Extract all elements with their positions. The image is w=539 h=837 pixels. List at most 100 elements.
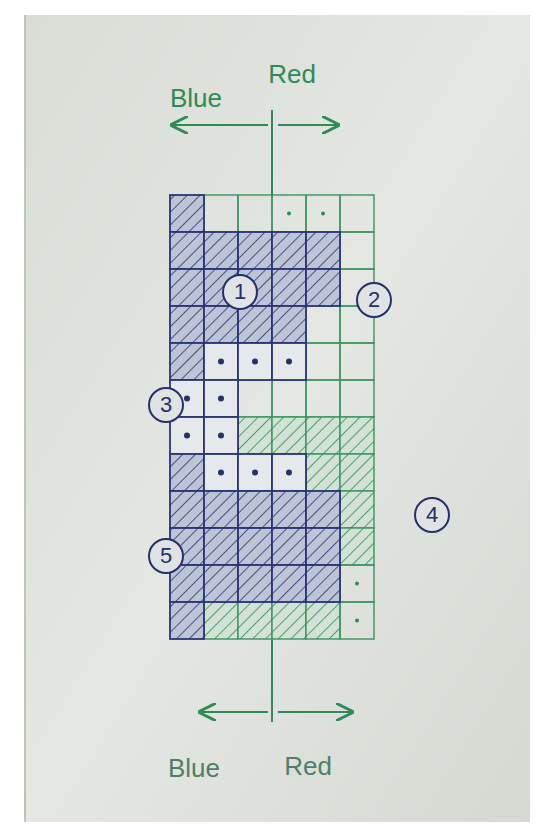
grid-cell xyxy=(272,232,306,269)
callout-number: 2 xyxy=(368,289,380,311)
grid-cell xyxy=(204,195,238,232)
cell-dot xyxy=(218,396,224,402)
grid-cell xyxy=(238,417,272,454)
grid-cell xyxy=(238,380,272,417)
grid-cell xyxy=(272,602,306,639)
photo-edge xyxy=(24,15,26,822)
grid-cell xyxy=(238,343,272,380)
grid-cell xyxy=(272,454,306,491)
grid-cell xyxy=(306,602,340,639)
grid-cell xyxy=(340,417,374,454)
grid-cell xyxy=(306,269,340,306)
cell-dot xyxy=(252,359,258,365)
callout-circle: 5 xyxy=(148,538,184,574)
grid-cell xyxy=(204,380,238,417)
grid-cell xyxy=(238,232,272,269)
cell-dot xyxy=(184,433,190,439)
direction-arrow xyxy=(200,711,268,713)
callout-number: 3 xyxy=(160,394,172,416)
grid-cell xyxy=(204,232,238,269)
grid-cell xyxy=(340,491,374,528)
grid-cell xyxy=(340,454,374,491)
grid-cell xyxy=(238,491,272,528)
grid-cell xyxy=(170,454,204,491)
divider-line xyxy=(271,640,273,722)
grid-cell xyxy=(204,454,238,491)
grid-cell xyxy=(238,306,272,343)
grid-cell xyxy=(238,565,272,602)
direction-arrow xyxy=(172,124,268,126)
grid-cell xyxy=(170,491,204,528)
grid-cells xyxy=(170,195,374,639)
grid-cell xyxy=(340,565,374,602)
grid-cell xyxy=(272,343,306,380)
grid-cell xyxy=(204,343,238,380)
grid-cell xyxy=(272,306,306,343)
grid-cell xyxy=(340,195,374,232)
cell-dot xyxy=(355,619,359,623)
grid-cell xyxy=(272,491,306,528)
cell-dot xyxy=(218,359,224,365)
cell-dot xyxy=(218,470,224,476)
callout-circle: 2 xyxy=(356,282,392,318)
grid-cell xyxy=(170,417,204,454)
grid-cell xyxy=(306,565,340,602)
grid-cell xyxy=(306,343,340,380)
callout-number: 1 xyxy=(234,281,246,303)
grid-cell xyxy=(306,232,340,269)
grid-cell xyxy=(306,491,340,528)
cell-dot xyxy=(287,212,291,216)
cell-dot xyxy=(252,470,258,476)
direction-label-box: Red xyxy=(284,753,332,779)
grid-cell xyxy=(306,195,340,232)
grid-cell xyxy=(340,343,374,380)
direction-label: Blue xyxy=(168,753,220,783)
paper-photo xyxy=(25,15,530,822)
grid-cell xyxy=(238,528,272,565)
grid-cell xyxy=(340,380,374,417)
direction-arrow xyxy=(278,124,338,126)
grid-cell xyxy=(170,232,204,269)
callout-number: 5 xyxy=(160,545,172,567)
direction-label: Red xyxy=(268,59,316,89)
callout-number: 4 xyxy=(426,504,438,526)
direction-label-box: Red xyxy=(268,61,316,87)
divider-line xyxy=(271,110,273,195)
callout-circle: 4 xyxy=(414,497,450,533)
grid-cell xyxy=(272,195,306,232)
callout-circle: 1 xyxy=(222,274,258,310)
direction-arrow xyxy=(278,711,352,713)
cell-dot xyxy=(184,396,190,402)
grid-cell xyxy=(170,269,204,306)
direction-label: Red xyxy=(284,751,332,781)
grid-cell xyxy=(204,602,238,639)
direction-label-box: Blue xyxy=(168,755,220,781)
grid-cell xyxy=(204,565,238,602)
grid-cell xyxy=(204,306,238,343)
grid-cell xyxy=(306,417,340,454)
grid-cell xyxy=(272,380,306,417)
grid-cell xyxy=(204,417,238,454)
grid-cell xyxy=(238,195,272,232)
grid-cell xyxy=(306,454,340,491)
grid-cell xyxy=(204,491,238,528)
direction-label-box: Blue xyxy=(170,85,222,111)
cell-dot xyxy=(355,582,359,586)
grid-cell xyxy=(306,306,340,343)
grid-cell xyxy=(272,417,306,454)
cell-dot xyxy=(286,359,292,365)
grid-cell xyxy=(170,343,204,380)
grid-cell xyxy=(238,602,272,639)
cell-dot xyxy=(218,433,224,439)
grid-cell xyxy=(170,306,204,343)
callout-circle: 3 xyxy=(148,387,184,423)
grid-cell xyxy=(238,454,272,491)
grid-cell xyxy=(204,528,238,565)
grid-cell xyxy=(272,565,306,602)
cell-dot xyxy=(286,470,292,476)
grid-cell xyxy=(340,232,374,269)
grid-cell xyxy=(306,528,340,565)
